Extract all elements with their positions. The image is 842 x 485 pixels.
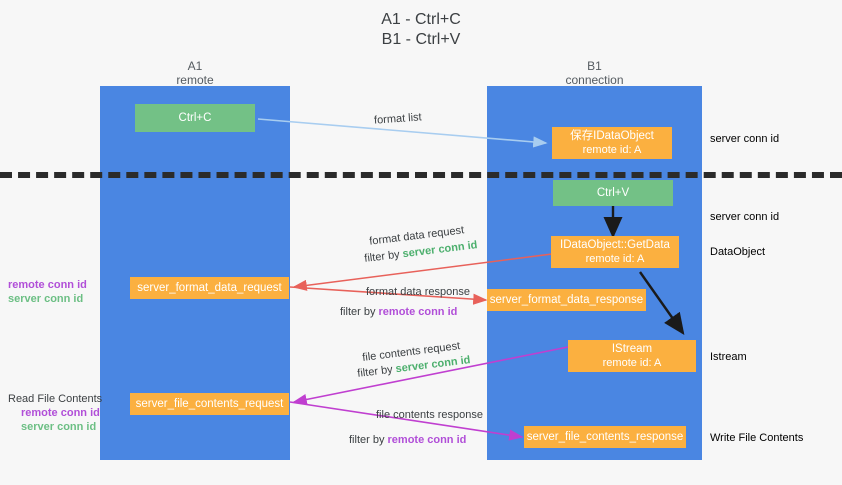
- label-format-data-response-filter: filter by remote conn id: [340, 305, 457, 319]
- phase-divider: [0, 172, 842, 178]
- label-format-data-response: format data response: [366, 286, 470, 298]
- title-line-1: A1 - Ctrl+C: [381, 11, 461, 28]
- column-header-right: B1 connection: [487, 59, 702, 87]
- box-server-file-contents-request[interactable]: server_file_contents_request: [130, 393, 289, 415]
- column-header-left-role: remote: [176, 73, 214, 87]
- box-server-file-contents-response[interactable]: server_file_contents_response: [524, 426, 686, 448]
- side-left-mid-server: server conn id: [8, 293, 84, 305]
- box-ctrl-c-label: Ctrl+C: [178, 112, 212, 124]
- column-header-left-name: A1: [187, 59, 203, 73]
- box-server-format-data-request-label: server_format_data_request: [137, 282, 282, 294]
- box-istream[interactable]: IStream remote id: A: [568, 340, 696, 372]
- side-label-left-lower: Read File Contents remote conn id server…: [8, 392, 102, 434]
- box-server-file-contents-response-label: server_file_contents_response: [526, 431, 684, 443]
- box-server-file-contents-request-label: server_file_contents_request: [135, 398, 284, 410]
- label-fcres-filter-prefix: filter by: [349, 434, 388, 446]
- box-ctrl-c[interactable]: Ctrl+C: [135, 104, 255, 132]
- side-label-right-second-server: server conn id: [710, 211, 780, 223]
- arrow-format-data-request: [292, 253, 553, 291]
- label-fdres-filter-prefix: filter by: [340, 306, 379, 318]
- label-file-contents-response: file contents response: [376, 409, 484, 421]
- side-label-right-top-server: server conn id: [710, 133, 780, 145]
- column-header-right-role: connection: [565, 73, 624, 87]
- box-save-dataobject[interactable]: 保存IDataObject remote id: A: [552, 127, 672, 159]
- box-server-format-data-response-label: server_format_data_response: [489, 294, 644, 306]
- box-idataobject-getdata[interactable]: IDataObject::GetData remote id: A: [551, 236, 679, 268]
- label-fdres-filter-value: remote conn id: [378, 306, 458, 318]
- side-left-low-title: Read File Contents: [8, 393, 103, 405]
- label-fcres-filter-value: remote conn id: [387, 434, 467, 446]
- side-left-mid-remote: remote conn id: [8, 279, 87, 291]
- arrow-getdata-to-istream: [639, 271, 685, 335]
- column-header-right-name: B1: [587, 59, 602, 73]
- side-label-left-middle: remote conn id server conn id: [8, 278, 87, 306]
- box-ctrl-v-label: Ctrl+V: [596, 187, 630, 199]
- box-istream-line2: remote id: A: [602, 357, 662, 369]
- box-getdata-line1: IDataObject::GetData: [560, 239, 670, 251]
- box-ctrl-v[interactable]: Ctrl+V: [553, 180, 673, 206]
- arrow-file-contents-response: [289, 401, 524, 441]
- box-getdata-line2: remote id: A: [585, 253, 645, 265]
- arrow-format-list: [257, 118, 548, 148]
- box-istream-line1: IStream: [611, 343, 653, 355]
- arrow-format-data-response: [289, 286, 488, 305]
- arrow-file-contents-request: [292, 346, 569, 405]
- side-left-low-server: server conn id: [21, 421, 97, 433]
- side-label-right-write-file: Write File Contents: [710, 432, 804, 444]
- box-save-dataobject-line1: 保存IDataObject: [570, 130, 654, 142]
- title-line-2: B1 - Ctrl+V: [381, 31, 461, 48]
- column-header-left: A1 remote: [100, 59, 290, 87]
- side-left-low-remote: remote conn id: [21, 407, 100, 419]
- side-label-right-istream: Istream: [710, 351, 747, 363]
- box-save-dataobject-line2: remote id: A: [582, 144, 642, 156]
- page-title: A1 - Ctrl+C B1 - Ctrl+V: [0, 10, 842, 50]
- label-file-contents-response-filter: filter by remote conn id: [349, 433, 466, 447]
- box-server-format-data-request[interactable]: server_format_data_request: [130, 277, 289, 299]
- side-label-right-dataobject: DataObject: [710, 246, 766, 258]
- box-server-format-data-response[interactable]: server_format_data_response: [487, 289, 646, 311]
